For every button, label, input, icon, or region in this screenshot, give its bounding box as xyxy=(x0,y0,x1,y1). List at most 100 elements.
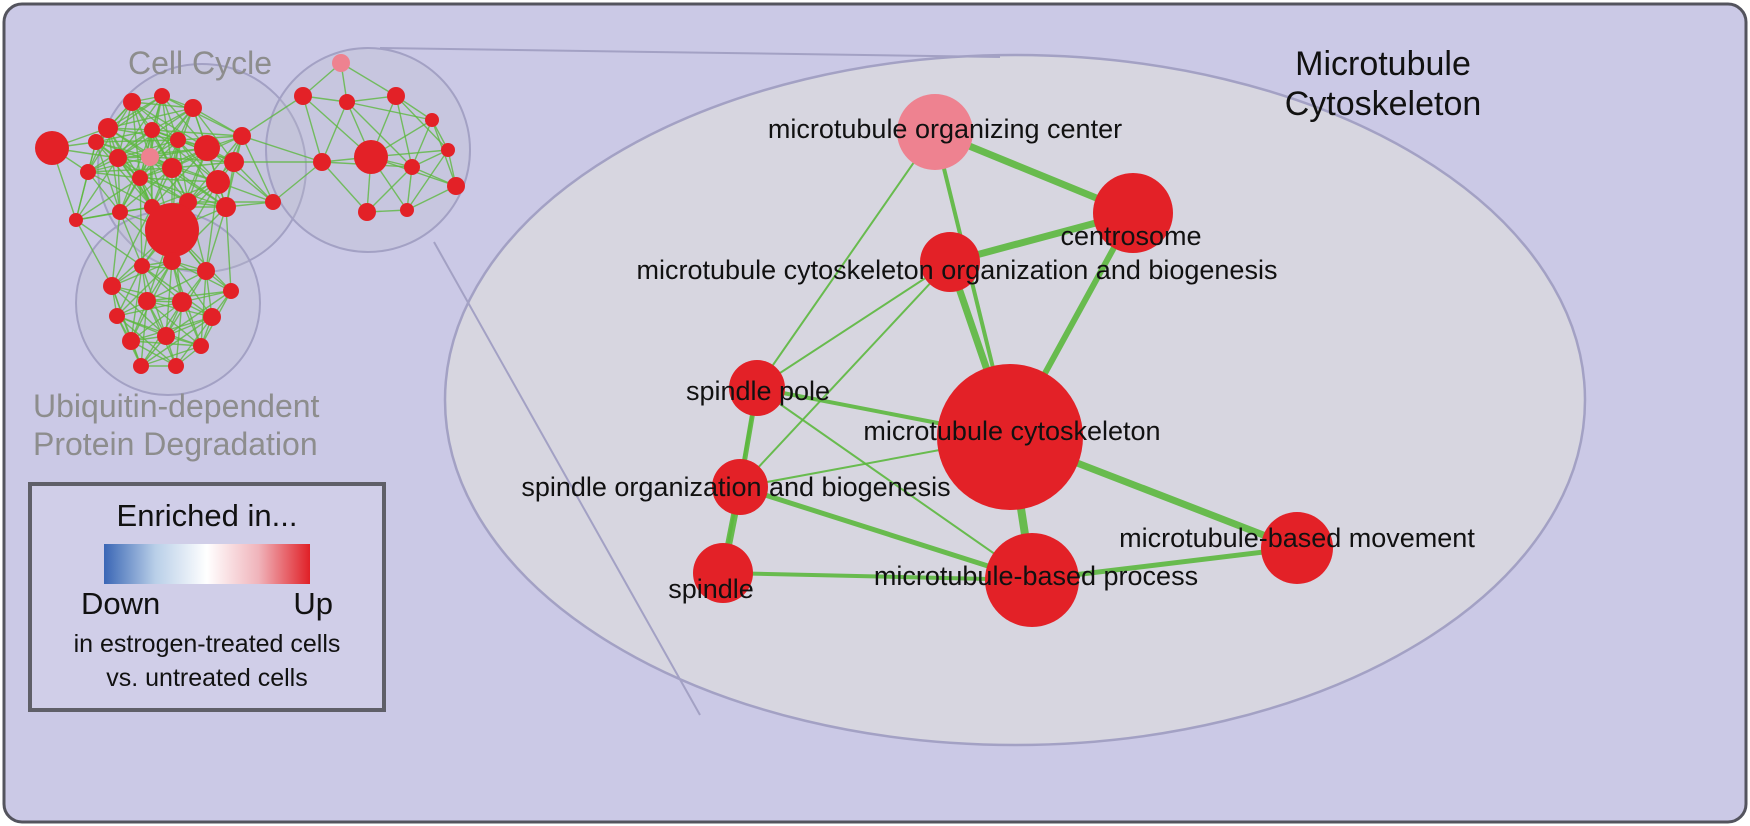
mini-edge xyxy=(141,265,213,318)
node-spindle xyxy=(693,543,753,603)
node-label-microtubule-cytoskeleton-organization-and-biogenesis: microtubule cytoskeleton organization an… xyxy=(637,255,1278,285)
legend-gradient-bar xyxy=(104,544,310,584)
node-label-centrosome: centrosome xyxy=(1060,221,1201,251)
mini-node xyxy=(133,358,149,374)
mini-edge xyxy=(130,265,143,342)
mini-edge xyxy=(151,129,243,137)
cluster-label-ubiquitin-line2: Protein Degradation xyxy=(33,425,318,462)
mini-edge xyxy=(75,157,119,221)
mini-edge xyxy=(117,157,189,203)
mini-node xyxy=(170,132,186,148)
mini-node xyxy=(441,143,455,157)
mini-edge xyxy=(140,316,213,367)
node-microtubule-based-movement xyxy=(1261,512,1333,584)
cluster-label-microtubule-line2: Cytoskeleton xyxy=(1284,85,1482,124)
mini-node xyxy=(216,197,236,217)
mini-edge xyxy=(151,129,219,183)
mini-edge xyxy=(146,270,207,302)
mini-node xyxy=(354,140,388,174)
mini-node xyxy=(400,203,414,217)
mini-edge xyxy=(117,157,121,213)
mini-node xyxy=(109,149,127,167)
mini-edge xyxy=(241,135,274,203)
mini-node xyxy=(134,258,150,274)
mini-node xyxy=(123,93,141,111)
mini-node xyxy=(154,88,170,104)
mini-edge xyxy=(139,139,179,179)
node-label-microtubule-based-process: microtubule-based process xyxy=(874,561,1198,591)
mini-edge xyxy=(161,95,243,137)
legend-down-label: Down xyxy=(81,586,161,621)
mini-edge xyxy=(119,211,143,267)
edge-spindle-pole--microtubule-based-process xyxy=(756,387,1033,581)
mini-edge xyxy=(205,181,219,272)
mini-node xyxy=(145,203,199,257)
edge-spindle--microtubule-based-process xyxy=(721,571,1034,582)
mini-node xyxy=(294,87,312,105)
mini-node xyxy=(233,127,251,145)
mini-edge xyxy=(75,219,113,287)
legend-up-label: Up xyxy=(293,586,333,621)
mini-node xyxy=(184,99,202,117)
mini-edge xyxy=(131,101,208,149)
mini-edge xyxy=(241,135,323,163)
mini-node xyxy=(194,135,220,161)
mini-node xyxy=(339,94,355,110)
node-label-microtubule-cytoskeleton: microtubule cytoskeleton xyxy=(863,416,1160,446)
mini-edge xyxy=(187,135,243,203)
mini-edge xyxy=(171,161,235,169)
mini-node xyxy=(332,54,350,72)
edge-microtubule-cytoskeleton-organization-and-biogenesis--spindle-organization-and-biogenesis xyxy=(739,261,951,488)
mini-node xyxy=(447,177,465,195)
mini-edge xyxy=(87,171,141,179)
magnifier-cone-line xyxy=(379,47,1001,58)
magnifier-cone-line xyxy=(433,241,701,716)
mini-edge xyxy=(206,147,274,203)
legend-scale-labels: Down Up xyxy=(81,586,333,622)
mini-node xyxy=(387,87,405,105)
mini-node xyxy=(223,283,239,299)
mini-node xyxy=(358,203,376,221)
mini-edge xyxy=(161,95,173,169)
mini-edge xyxy=(241,95,304,137)
mini-edge xyxy=(116,260,173,317)
mini-edge xyxy=(119,129,153,213)
mini-edge xyxy=(87,171,121,213)
node-spindle-organization-and-biogenesis xyxy=(712,459,768,515)
mini-edge xyxy=(146,300,202,347)
mini-node xyxy=(313,153,331,171)
mini-edge xyxy=(340,62,397,97)
mini-node xyxy=(197,262,215,280)
node-label-microtubule-organizing-center: microtubule organizing center xyxy=(768,114,1122,144)
mini-node xyxy=(157,327,175,345)
node-label-spindle: spindle xyxy=(668,574,754,604)
edge-microtubule-organizing-center--spindle-pole xyxy=(756,131,936,389)
mini-edge xyxy=(200,270,207,347)
mini-node xyxy=(112,204,128,220)
mini-node xyxy=(425,113,439,127)
mini-edge xyxy=(140,300,148,367)
node-microtubule-organizing-center xyxy=(897,94,973,170)
mini-node xyxy=(98,118,118,138)
mini-edge xyxy=(151,147,208,208)
cluster-label-cell-cycle: Cell Cycle xyxy=(127,45,273,81)
mini-edge xyxy=(87,167,173,173)
edge-spindle-organization-and-biogenesis--microtubule-based-process xyxy=(737,484,1035,583)
legend-subtitle-line1: in estrogen-treated cells xyxy=(73,630,341,658)
mini-node xyxy=(168,358,184,374)
mini-node xyxy=(162,158,182,178)
node-label-spindle-pole: spindle pole xyxy=(686,376,830,406)
cluster-label-microtubule-cytoskeleton: Microtubule Cytoskeleton xyxy=(1285,44,1482,124)
mini-edge xyxy=(107,127,121,213)
mini-node xyxy=(206,170,230,194)
node-microtubule-cytoskeleton-organization-and-biogenesis xyxy=(920,232,980,292)
mini-node xyxy=(138,292,156,310)
mini-edge xyxy=(116,265,143,317)
mini-node xyxy=(88,134,104,150)
mini-node xyxy=(224,152,244,172)
mini-edge xyxy=(117,147,208,159)
mini-node xyxy=(109,308,125,324)
mini-node xyxy=(203,308,221,326)
cluster-label-ubiquitin: Ubiquitin-dependent Protein Degradation xyxy=(33,388,319,464)
